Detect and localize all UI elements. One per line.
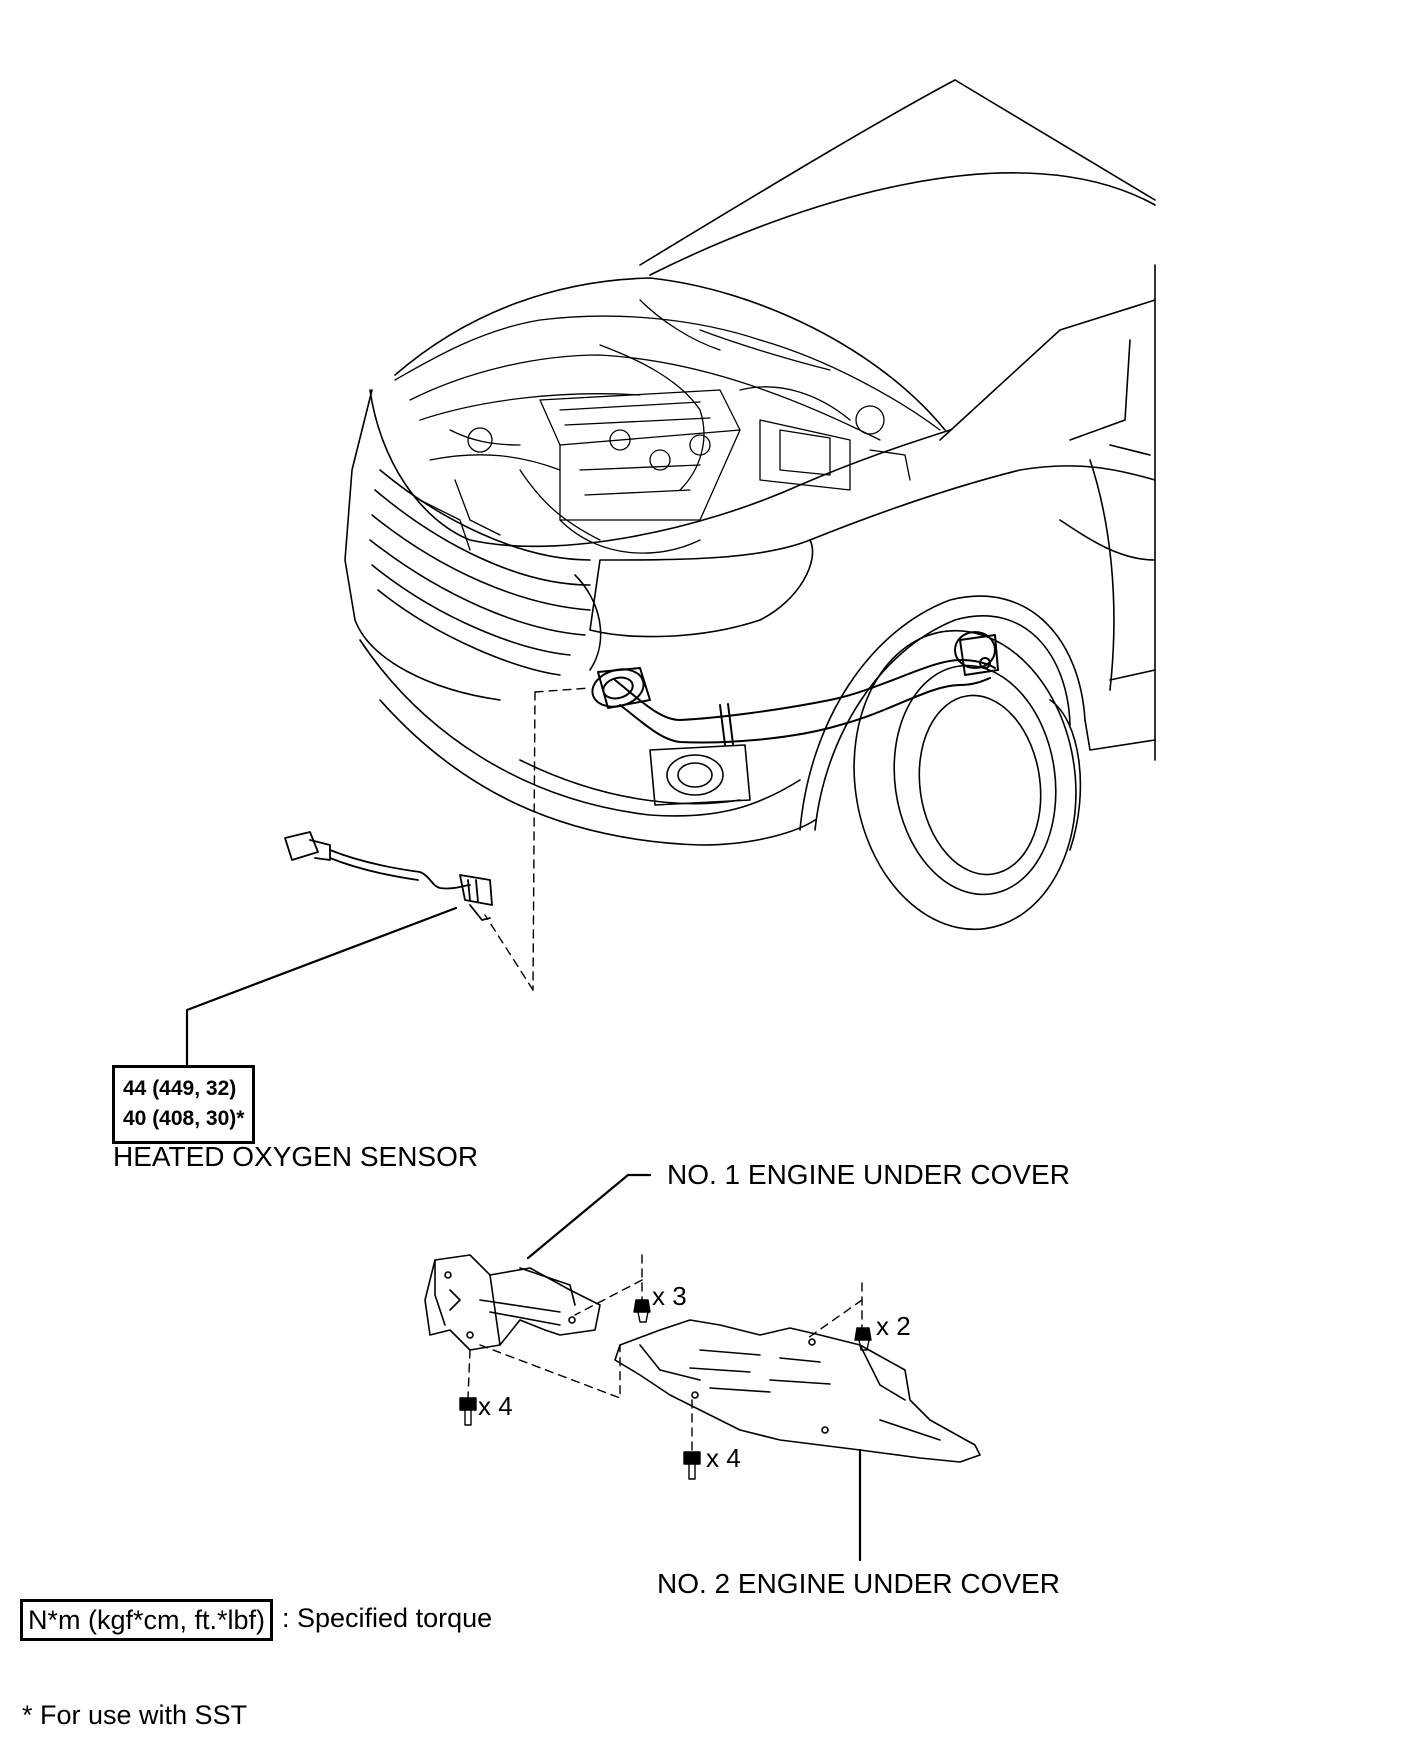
clip-icon [854,1327,872,1351]
no1-engine-under-cover-label: NO. 1 ENGINE UNDER COVER [667,1159,1070,1190]
oxygen-sensor-drawing [284,831,493,921]
clip-quantity-1: x 3 [652,1281,687,1311]
heated-oxygen-sensor-label: HEATED OXYGEN SENSOR [113,1141,479,1172]
vehicle-outline [344,79,1156,931]
engine-compartment [394,299,941,554]
specified-torque-text: : Specified torque [282,1603,493,1633]
torque-spec-box: 44 (449, 32) 40 (408, 30)* [112,1065,256,1144]
projection-lines [467,687,863,1453]
bolt-quantity-2: x 4 [706,1443,741,1473]
sst-footnote: * For use with SST [22,1700,248,1730]
clip-icon [633,1299,651,1323]
exhaust-pipe [591,631,999,746]
under-cover-1-drawing [424,1254,601,1351]
bolt-icon [459,1397,477,1426]
fastener-icons [459,1299,872,1480]
leader-lines [185,906,862,1562]
bolt-icon [683,1451,701,1480]
clip-quantity-2: x 2 [876,1311,911,1341]
no2-engine-under-cover-label: NO. 2 ENGINE UNDER COVER [657,1568,1060,1599]
torque-value-1: 44 (449, 32) [123,1077,237,1100]
torque-value-2: 40 (408, 30)* [123,1107,245,1131]
torque-unit-text: N*m (kgf*cm, ft.*lbf) [28,1605,266,1635]
under-cover-2-drawing [614,1319,981,1463]
bolt-quantity-1: x 4 [478,1391,513,1421]
torque-unit-legend-box: N*m (kgf*cm, ft.*lbf) [20,1599,274,1642]
